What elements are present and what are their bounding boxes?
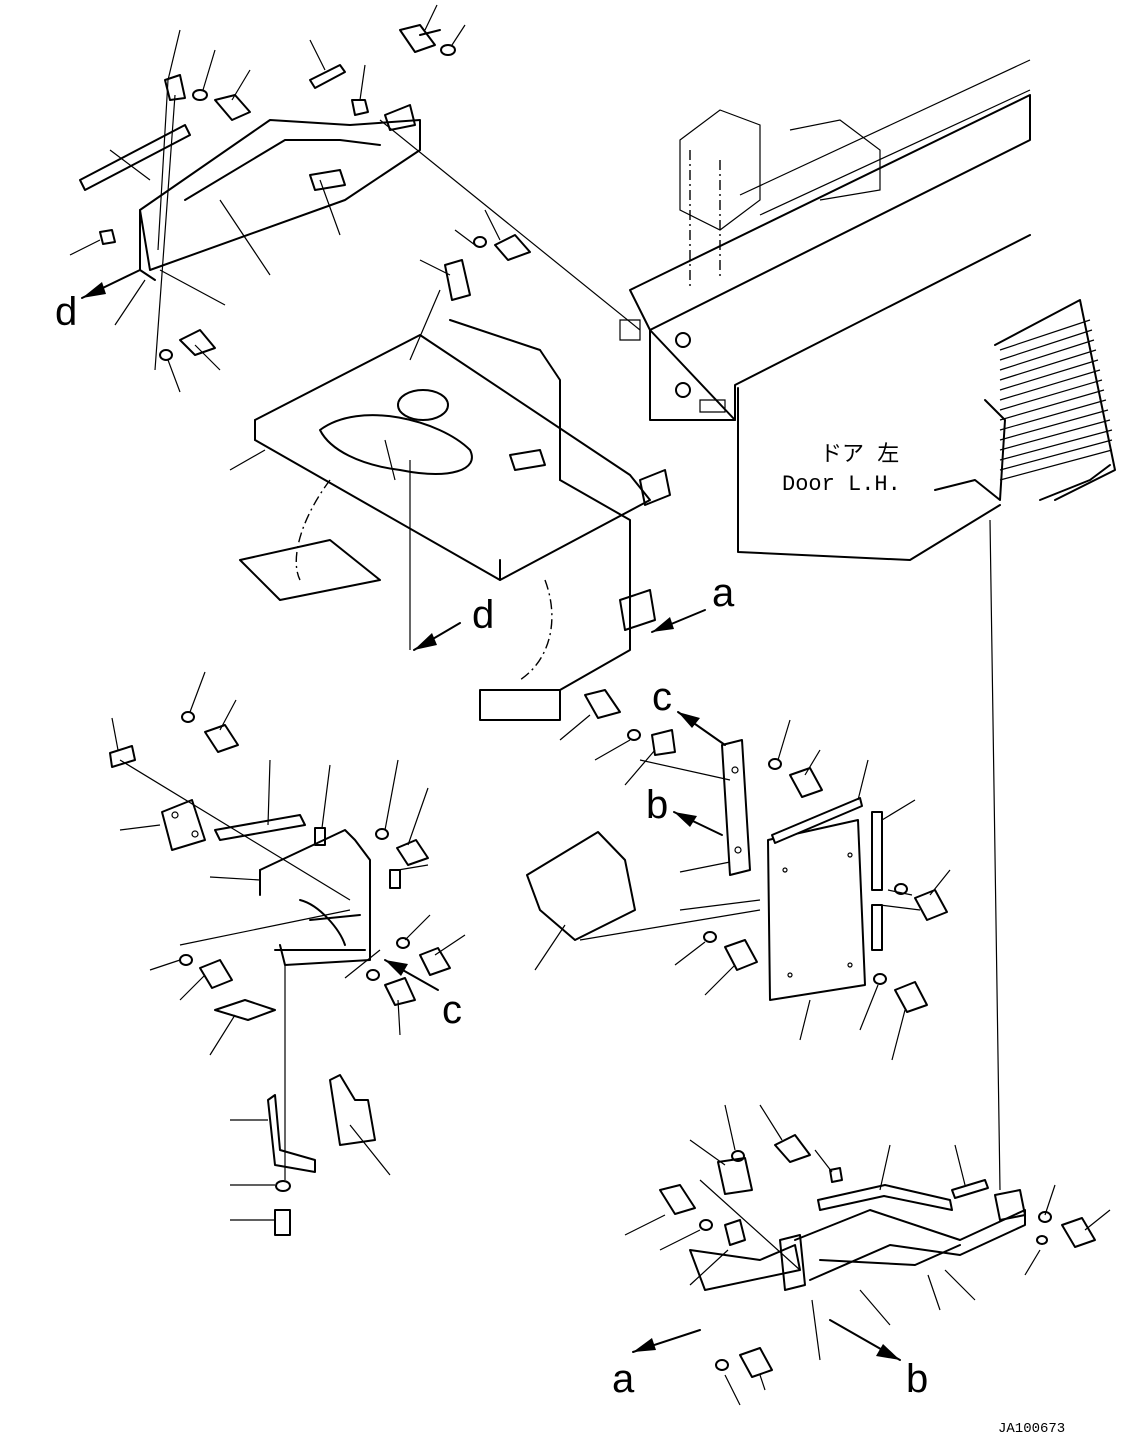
strip-bottom [817, 1179, 989, 1211]
bolt-left-mid [179, 828, 451, 1006]
clip-right [651, 729, 676, 756]
lower-arm-bracket [689, 1189, 1026, 1291]
vertical-bracket [721, 739, 751, 876]
ref-letter-c-left: c [442, 988, 462, 1032]
bolt-upper-left [99, 229, 531, 361]
bolt-top-1 [399, 24, 456, 56]
ref-letter-a-right: a [712, 571, 735, 615]
ref-letter-a-bottom: a [612, 1357, 635, 1401]
reference-letters: d d a c c b a b [55, 290, 928, 1401]
spacer-plate [214, 999, 276, 1021]
guard-plate-2 [329, 1074, 376, 1146]
bolt-left-top [181, 711, 239, 753]
cab-frame [619, 59, 1031, 421]
upper-arm-bracket [79, 104, 421, 281]
seal-right [871, 811, 883, 951]
bolt-right-mid [584, 689, 641, 741]
clip-top [351, 99, 369, 116]
bolt-top-2 [164, 74, 251, 121]
main-floor-frame [239, 319, 671, 721]
plate-left [109, 745, 206, 851]
door-lh-panel: ドア 左 Door L.H. [737, 299, 1116, 561]
door-label-japanese: ドア 左 [820, 442, 899, 468]
strip-left [214, 814, 306, 841]
ref-letter-d-mid: d [472, 593, 494, 637]
ref-letter-b-bottom: b [906, 1357, 928, 1401]
ref-letter-c-right: c [652, 675, 672, 719]
side-panel [767, 819, 866, 1001]
ref-letter-b-right: b [646, 783, 668, 827]
guard-plate-1 [267, 1094, 316, 1173]
bolt-bottom-left [274, 1180, 291, 1236]
arrows [81, 269, 901, 1361]
bolt-right-group [703, 758, 948, 1013]
door-label-english: Door L.H. [782, 472, 901, 497]
clip-left [314, 827, 326, 846]
bolt-bottom-right [659, 1134, 1096, 1378]
block-bottom [717, 1157, 753, 1195]
leader-lines [69, 4, 1111, 1406]
drawing-code: JA100673 [998, 1421, 1065, 1437]
strip-right [771, 797, 863, 844]
cover-plate [526, 831, 636, 941]
seat-bracket [259, 829, 401, 966]
strip-top [309, 64, 346, 89]
ref-letter-d-top: d [55, 290, 77, 334]
